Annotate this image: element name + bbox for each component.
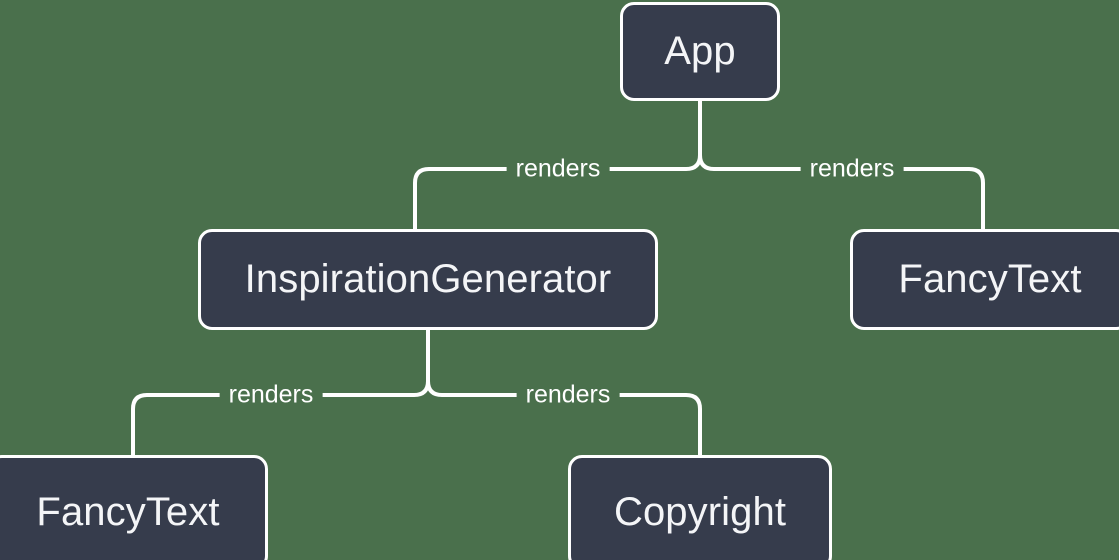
node-fancytext-right[interactable]: FancyText [850, 229, 1119, 330]
node-copyright[interactable]: Copyright [568, 455, 832, 560]
node-fancytext-right-label: FancyText [898, 257, 1082, 301]
node-app[interactable]: App [620, 2, 780, 101]
edge-inspirationgenerator-to-copyright [426, 380, 702, 455]
node-fancytext-bottom-label: FancyText [36, 490, 220, 534]
node-copyright-label: Copyright [613, 490, 787, 534]
edge-app-to-fancytext-right [698, 154, 985, 229]
edge-label-inspirationgenerator-to-fancytext-bottom: renders [219, 382, 323, 408]
node-inspirationgenerator-label: InspirationGenerator [244, 257, 612, 301]
node-app-label: App [664, 29, 736, 73]
edge-label-app-to-inspirationgenerator: renders [506, 156, 610, 182]
edge-label-app-to-fancytext-right: renders [800, 156, 904, 182]
node-fancytext-bottom[interactable]: FancyText [0, 455, 268, 560]
node-inspirationgenerator[interactable]: InspirationGenerator [198, 229, 658, 330]
edge-label-inspirationgenerator-to-copyright: renders [516, 382, 620, 408]
